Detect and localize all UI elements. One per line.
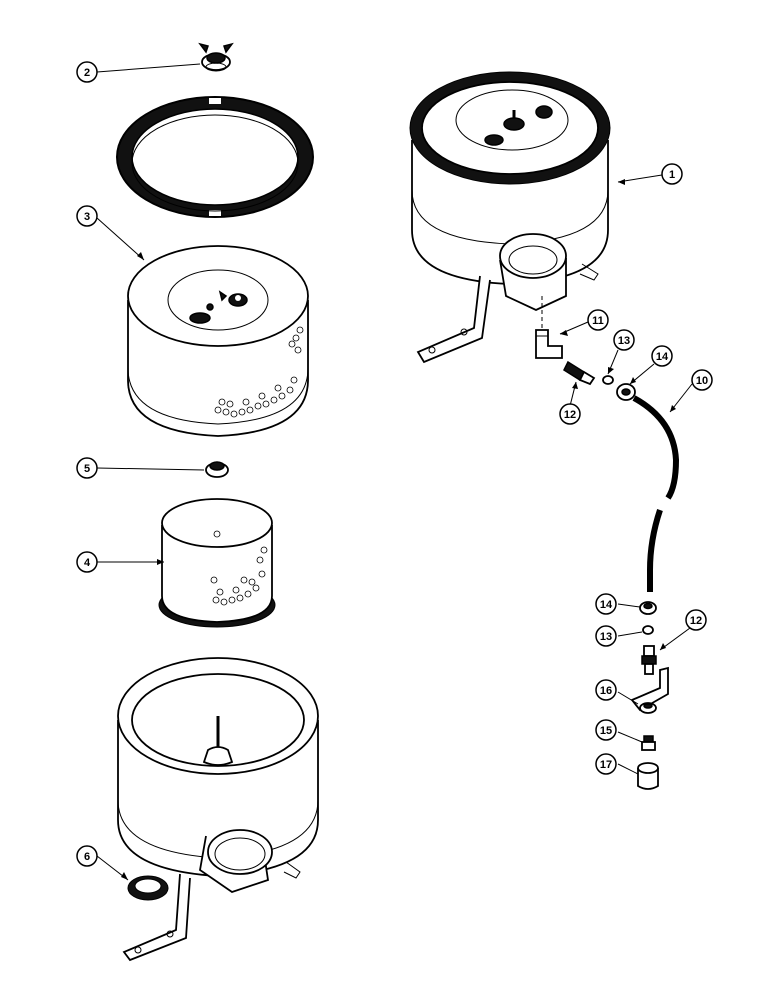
callout-17: 17 xyxy=(595,753,617,775)
callout-17-label: 17 xyxy=(600,759,612,771)
callout-5: 5 xyxy=(76,457,98,479)
callout-10: 10 xyxy=(691,369,713,391)
callout-11-label: 11 xyxy=(592,315,604,327)
callout-13-upper-label: 13 xyxy=(618,335,630,347)
callout-12-lower-label: 12 xyxy=(690,615,702,627)
connector-lower-part xyxy=(641,645,657,675)
sleeve-lower-part xyxy=(642,625,654,635)
callout-14-lower-label: 14 xyxy=(600,599,613,611)
fitting-part xyxy=(641,735,656,751)
callout-14-upper-label: 14 xyxy=(656,351,669,363)
callout-1: 1 xyxy=(661,163,683,185)
element-nut-part xyxy=(205,461,229,478)
gasket-ring-part xyxy=(116,96,314,218)
callout-15-label: 15 xyxy=(600,725,612,737)
callout-14-upper: 14 xyxy=(651,345,673,367)
filter-element-part xyxy=(158,498,276,628)
callout-2: 2 xyxy=(76,61,98,83)
hose-part xyxy=(632,395,680,592)
housing-body-part xyxy=(117,657,319,962)
connector-upper-part xyxy=(563,360,596,386)
callout-4-label: 4 xyxy=(84,557,91,569)
callout-11: 11 xyxy=(587,309,609,331)
callout-4: 4 xyxy=(76,551,98,573)
callout-10-label: 10 xyxy=(696,375,708,387)
leader-lines xyxy=(96,63,693,881)
sleeve-upper-part xyxy=(602,375,614,385)
callout-12-upper: 12 xyxy=(559,403,581,425)
callout-3-label: 3 xyxy=(84,211,90,223)
assembled-air-cleaner-part xyxy=(409,71,611,364)
nut-lower-part xyxy=(639,601,657,615)
callout-13-upper: 13 xyxy=(613,329,635,351)
callout-3: 3 xyxy=(76,205,98,227)
cap-part xyxy=(637,762,659,790)
callout-13-lower-label: 13 xyxy=(600,631,612,643)
callout-14-lower: 14 xyxy=(595,593,617,615)
callout-12-upper-label: 12 xyxy=(564,409,576,421)
cover-part xyxy=(127,245,309,437)
inlet-seal-part xyxy=(127,875,169,901)
callout-2-label: 2 xyxy=(84,67,90,79)
callout-1-label: 1 xyxy=(669,169,675,181)
callout-5-label: 5 xyxy=(84,463,90,475)
wing-nut-part xyxy=(198,42,234,72)
callout-6: 6 xyxy=(76,845,98,867)
callout-12-lower: 12 xyxy=(685,609,707,631)
callout-16: 16 xyxy=(595,679,617,701)
callout-16-label: 16 xyxy=(600,685,612,697)
nut-upper-part xyxy=(616,383,636,401)
bracket-part xyxy=(630,666,669,714)
callout-6-label: 6 xyxy=(84,851,90,863)
callout-13-lower: 13 xyxy=(595,625,617,647)
elbow-part xyxy=(535,329,563,359)
callout-15: 15 xyxy=(595,719,617,741)
